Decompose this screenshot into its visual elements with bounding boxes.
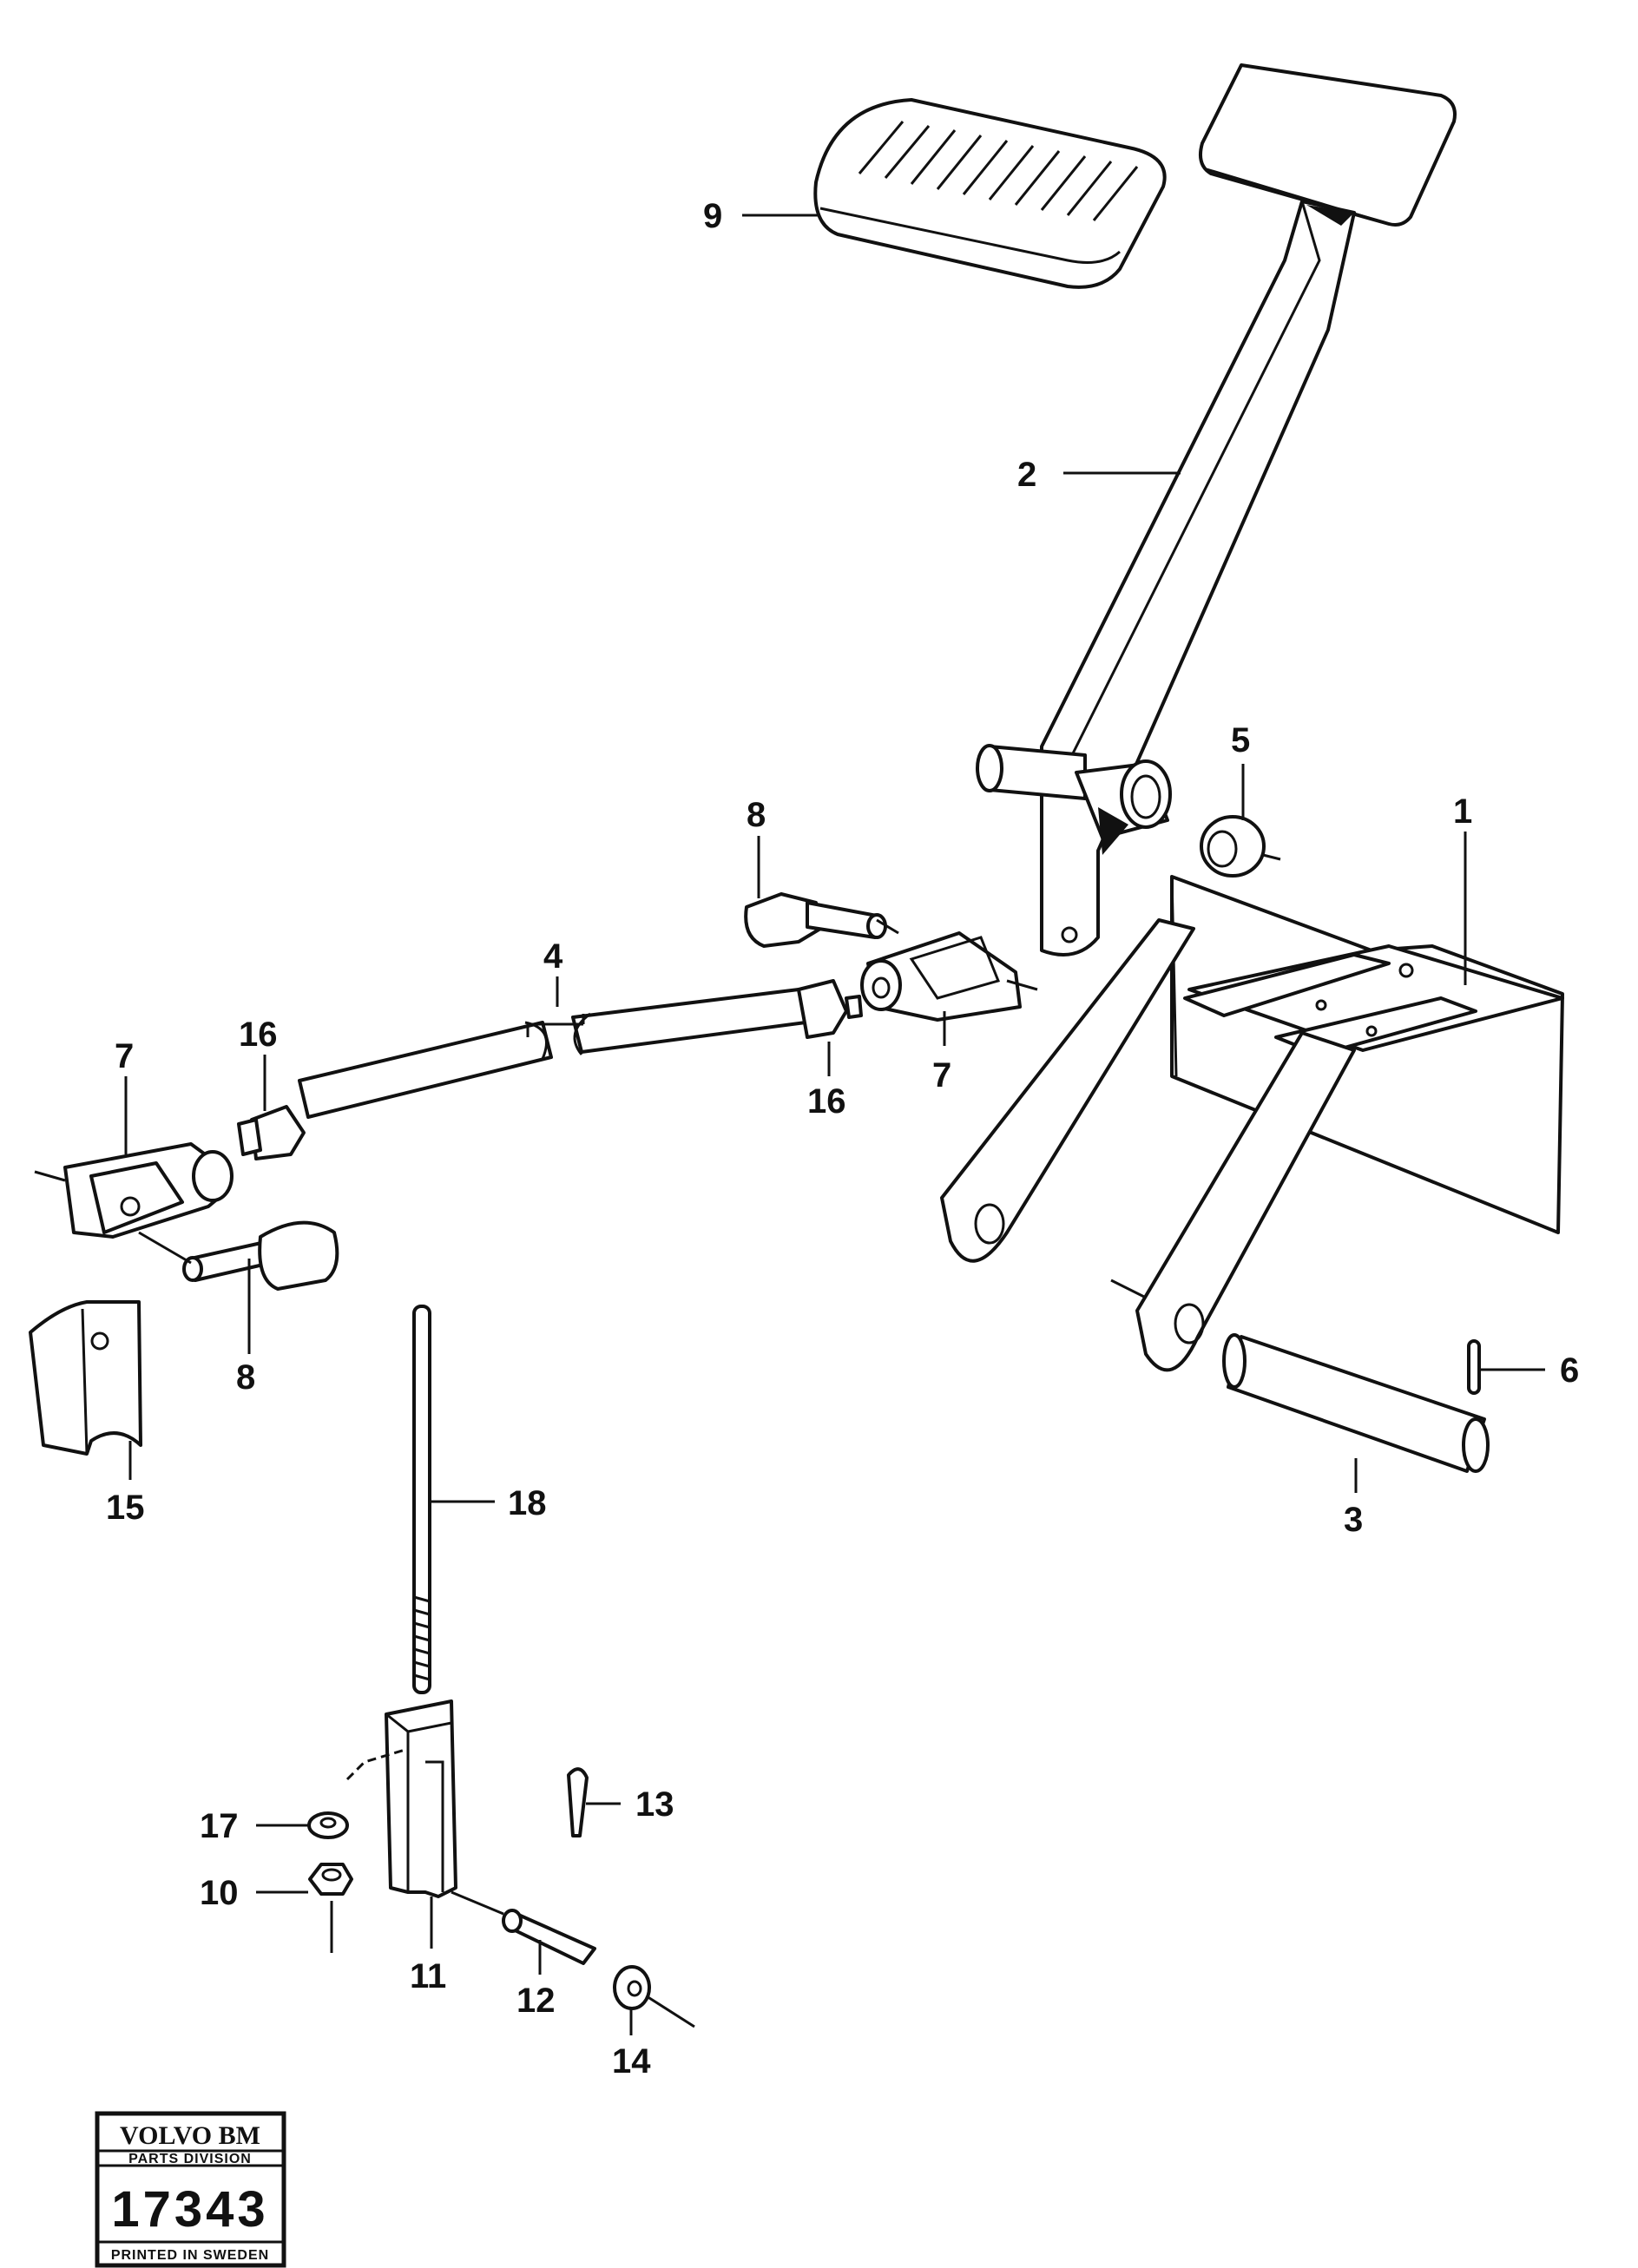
part-15-plate: [29, 1300, 142, 1456]
callout-8-lower: 8: [236, 1358, 255, 1397]
part-5-bushing: [1200, 815, 1281, 878]
part-8-pin-lower: [138, 1220, 339, 1291]
callout-7-left: 7: [115, 1037, 134, 1075]
callout-14: 14: [612, 2042, 651, 2081]
callout-1: 1: [1453, 792, 1472, 831]
part-1-bracket: [940, 875, 1564, 1372]
part-12-clevis-pin: [451, 1890, 596, 1965]
part-7-clevis-right: [860, 931, 1038, 1022]
callout-10: 10: [200, 1874, 239, 1912]
callout-9: 9: [703, 197, 722, 235]
callout-4: 4: [543, 937, 563, 976]
part-6-split-pin: [1467, 1339, 1481, 1395]
part-4-pull-rod: [298, 988, 807, 1119]
part-17-washer: [307, 1811, 349, 1839]
callout-8-upper: 8: [747, 796, 766, 834]
part-8-pin-upper: [744, 892, 899, 948]
callout-16-left: 16: [239, 1016, 278, 1054]
callout-17: 17: [200, 1807, 239, 1845]
callout-12: 12: [516, 1982, 556, 2020]
callout-6: 6: [1560, 1351, 1579, 1390]
part-16-nut-right: [797, 979, 863, 1039]
stamp-footer: PRINTED IN SWEDEN: [111, 2248, 269, 2263]
callout-13: 13: [635, 1785, 674, 1824]
part-11-fork: [345, 1699, 457, 1898]
callout-15: 15: [106, 1489, 145, 1527]
part-9-pedal-rubber: [813, 98, 1167, 289]
part-3-pivot-pin: [1222, 1333, 1490, 1473]
part-2-pedal-arm: [976, 63, 1457, 957]
part-13-cotter-pin: [567, 1767, 589, 1837]
callout-5: 5: [1231, 721, 1250, 759]
leader-lines: [124, 214, 1545, 2035]
part-16-nut-left: [237, 1105, 306, 1160]
callout-3: 3: [1344, 1501, 1363, 1539]
callout-labels: 9 2 5 1 8 4 7 16 7 16 8 6 3 15 18 13 17 …: [106, 197, 1579, 2081]
stamp-division: PARTS DIVISION: [128, 2152, 252, 2166]
callout-7-right: 7: [932, 1056, 951, 1095]
part-10-nut: [308, 1863, 353, 1953]
part-7-clevis-left: [34, 1142, 234, 1239]
volvo-bm-stamp: VOLVO BM PARTS DIVISION 17343 PRINTED IN…: [95, 2111, 286, 2268]
callout-18: 18: [508, 1484, 547, 1522]
stamp-number: 17343: [111, 2181, 268, 2238]
stamp-brand: VOLVO BM: [120, 2121, 260, 2150]
callout-11: 11: [410, 1957, 446, 1995]
callout-16-right: 16: [807, 1082, 846, 1121]
part-14-washer: [613, 1965, 695, 2028]
part-18-threaded-rod: [412, 1305, 431, 1694]
callout-2: 2: [1017, 456, 1036, 494]
